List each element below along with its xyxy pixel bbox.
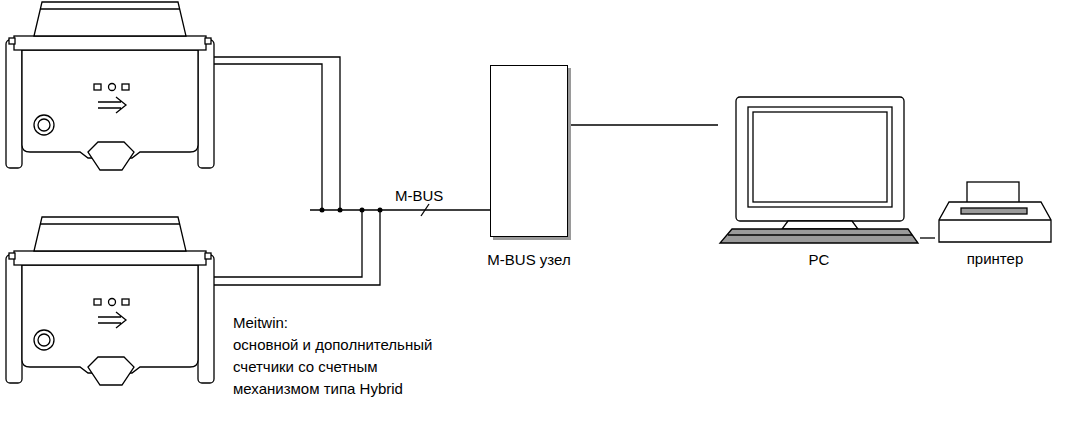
junction-dot [320,208,325,213]
keyboard-edge [728,234,912,235]
keyboard [720,229,918,243]
note-heading: Meitwin: [233,312,288,334]
node-label: принтер [967,250,1024,267]
computer-node: PC [718,95,920,245]
printer-edge [939,219,1051,220]
printer-slot [961,208,1027,214]
monitor-screen [748,107,892,207]
connector-line [568,124,718,125]
connector [568,125,718,126]
junction-dot [338,208,343,213]
junction-dot [360,208,365,213]
hub-box: M-BUS узел [490,65,568,237]
printer-node: принтер [935,180,1055,246]
connector [920,238,935,239]
bus-line [310,209,490,210]
printer-icon [935,180,1055,246]
monitor-frame [736,97,904,221]
printer-paper [967,182,1019,204]
wire [214,210,362,277]
wire [214,64,322,210]
bus-label: M-BUS [395,185,443,207]
monitor-stand [782,221,858,229]
water-meter [6,217,214,385]
connector-line [920,237,935,238]
node-label: PC [809,251,830,268]
wire [214,57,340,210]
monitor-screen [753,112,887,202]
printer-body [939,202,1051,242]
wire [214,210,380,285]
junction-dot [378,208,383,213]
bus-slash [421,204,429,216]
note-text: основной и дополнительный счетчики со сч… [233,334,438,400]
computer-icon [718,95,920,245]
node-label: M-BUS узел [487,251,570,268]
water-meter [6,2,214,170]
